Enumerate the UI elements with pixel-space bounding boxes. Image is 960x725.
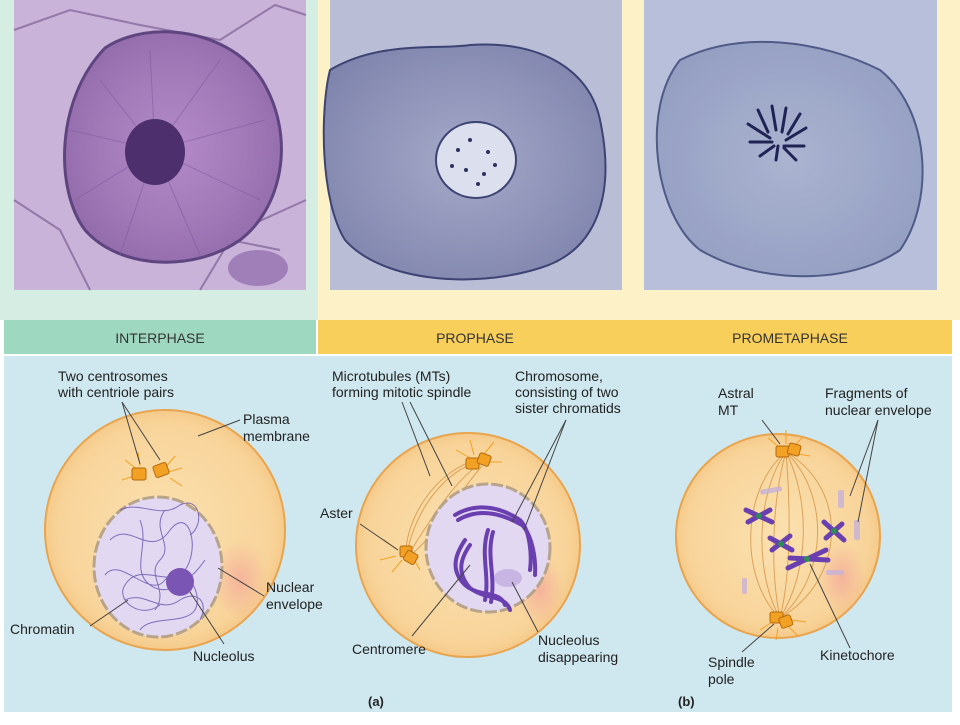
label-centrosomes-1: Two centrosomes: [58, 368, 168, 384]
label-chromosome-3: sister chromatids: [515, 400, 621, 416]
prometaphase-spindle: [750, 451, 832, 619]
prophase-cell: Microtubules (MTs) forming mitotic spind…: [320, 368, 621, 665]
label-mts-1: Microtubules (MTs): [332, 368, 450, 384]
envelope-fragments: [742, 486, 860, 594]
label-nuclear-envelope-1: Nuclear: [266, 579, 315, 595]
label-nuclear-envelope-2: envelope: [266, 596, 323, 612]
interphase-cell: Two centrosomes with centriole pairs Pla…: [10, 368, 323, 664]
label-chromosome-2: consisting of two: [515, 384, 619, 400]
phase-title-prometaphase: PROMETAPHASE: [732, 330, 848, 346]
label-chromatin: Chromatin: [10, 621, 75, 637]
label-astral-1: Astral: [718, 385, 754, 401]
micrograph-interphase: [13, 0, 307, 291]
label-astral-2: MT: [718, 402, 739, 418]
label-aster: Aster: [320, 505, 353, 521]
prophase-chromosomes: [453, 505, 538, 612]
interphase-tab: [4, 320, 316, 354]
chromatin-threads: [104, 502, 206, 631]
label-spindle-pole-2: pole: [708, 671, 735, 687]
label-nucleolus-disappearing-1: Nucleolus: [538, 632, 599, 648]
micrograph-prophase: [322, 0, 622, 290]
label-fragments-1: Fragments of: [825, 385, 908, 401]
kinetochore-dots: [756, 513, 837, 562]
label-plasma-1: Plasma: [243, 411, 290, 427]
prophase-leader-lines: [359, 401, 567, 637]
panel-letter-a: (a): [368, 694, 384, 709]
label-chromosome-1: Chromosome,: [515, 368, 603, 384]
prometaphase-leader-lines: [741, 419, 879, 653]
phase-title-interphase: INTERPHASE: [115, 330, 204, 346]
phase-title-prophase: PROPHASE: [436, 330, 514, 346]
label-kinetochore: Kinetochore: [820, 647, 895, 663]
label-centrosomes-2: with centriole pairs: [57, 384, 174, 400]
nucleus: [92, 495, 224, 639]
interphase-centrosomes: [121, 451, 183, 487]
prometaphase-centrosomes: [759, 430, 811, 641]
label-nucleolus: Nucleolus: [193, 648, 254, 664]
micrograph-prometaphase: [644, 0, 937, 290]
prometaphase-cell: Astral MT Fragments of nuclear envelope …: [675, 385, 932, 687]
label-fragments-2: nuclear envelope: [825, 402, 932, 418]
label-plasma-2: membrane: [243, 428, 310, 444]
label-centromere: Centromere: [352, 641, 426, 657]
label-mts-2: forming mitotic spindle: [332, 384, 471, 400]
panel-letter-b: (b): [678, 694, 695, 709]
nucleolus-blob: [166, 568, 194, 596]
prophase-tab: [318, 320, 952, 354]
label-nucleolus-disappearing-2: disappearing: [538, 649, 618, 665]
interphase-leader-lines: [89, 401, 265, 645]
label-spindle-pole-1: Spindle: [708, 654, 755, 670]
prophase-centrosomes: [379, 439, 502, 573]
